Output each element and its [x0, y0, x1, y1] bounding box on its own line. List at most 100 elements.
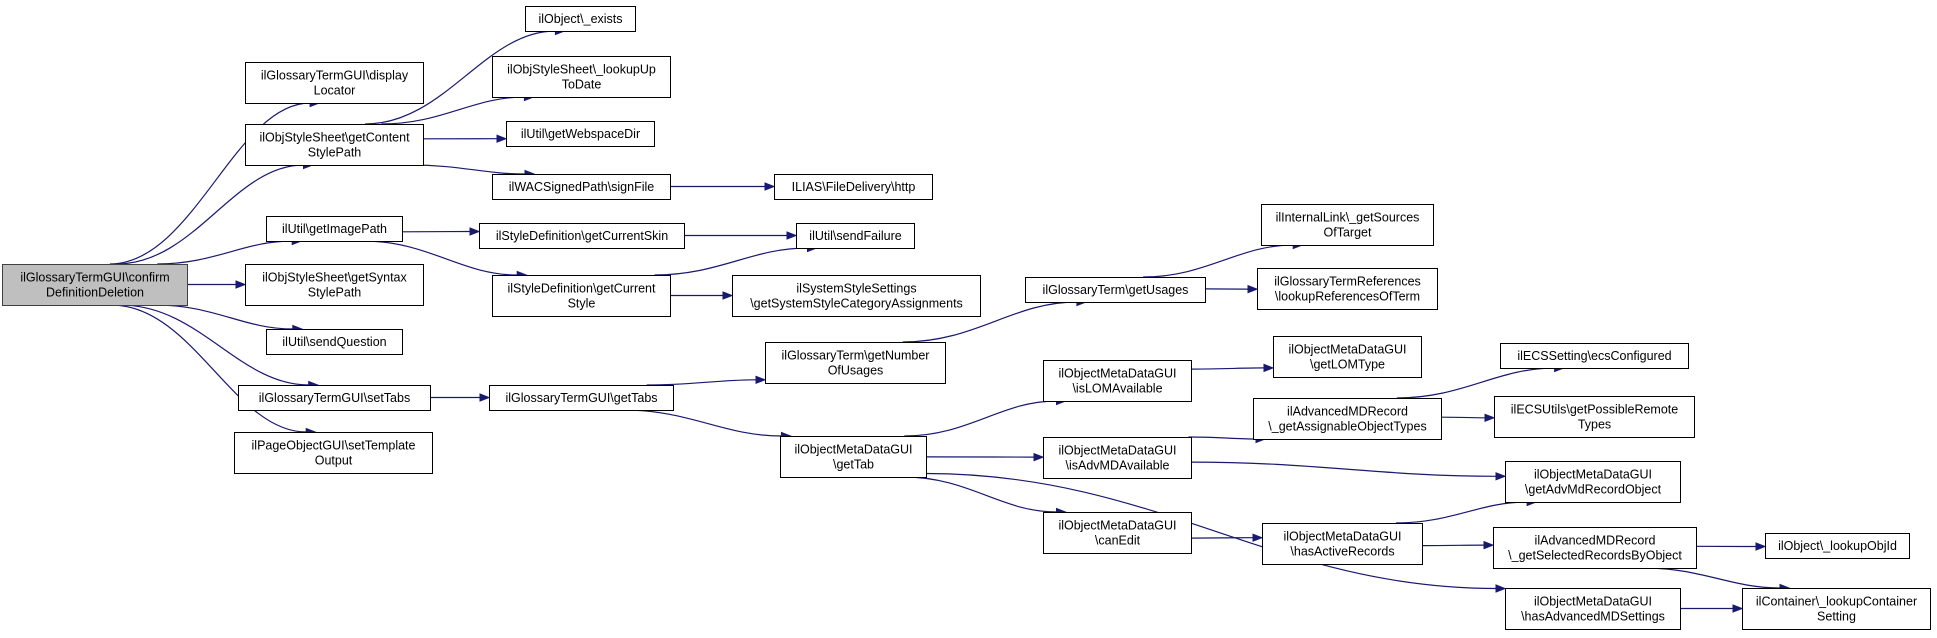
node-get-tab[interactable]: ilObjectMetaDataGUI\getTab: [780, 436, 927, 478]
edge-is-lomavailable-to-get-lomtype: [1190, 367, 1265, 370]
node-box: [732, 275, 981, 317]
node-get-usages[interactable]: ilGlossaryTerm\getUsages: [1025, 277, 1206, 303]
node-label-line: \_getAssignableObjectTypes: [1268, 420, 1426, 434]
node-box: [245, 264, 424, 306]
node-box: [1500, 343, 1689, 369]
node-label-line: ilStyleDefinition\getCurrent: [508, 282, 657, 296]
node-label-line: ILIAS\FileDelivery\http: [792, 180, 916, 194]
node-http[interactable]: ILIAS\FileDelivery\http: [774, 174, 933, 200]
edge-get-tab-to-has-advanced-mdsettings: [925, 472, 1497, 590]
node-send-question[interactable]: ilUtil\sendQuestion: [266, 329, 403, 355]
edge-get-image-path-to-get-current-style: [363, 240, 518, 276]
node-get-assignable-object-types[interactable]: ilAdvancedMDRecord\_getAssignableObjectT…: [1253, 398, 1442, 440]
node-can-edit[interactable]: ilObjectMetaDataGUI\canEdit: [1043, 512, 1192, 554]
arrowhead-has-active-records: [1252, 533, 1264, 542]
node-sign-file[interactable]: ilWACSignedPath\signFile: [492, 174, 671, 200]
edge-root-to-set-tabs: [120, 304, 309, 386]
edge-layer: [109, 26, 1791, 613]
node-label-line: \getLOMType: [1310, 358, 1385, 372]
node-send-failure[interactable]: ilUtil\sendFailure: [796, 223, 915, 249]
node-label-line: ilObjStyleSheet\getSyntax: [262, 271, 407, 285]
node-label-line: ilUtil\sendFailure: [809, 229, 901, 243]
node-label-line: ilObjectMetaDataGUI: [1058, 367, 1176, 381]
node-box: [1261, 204, 1434, 246]
node-label-line: OfUsages: [828, 364, 884, 378]
node-label-line: Types: [1578, 418, 1611, 432]
node-get-current-skin[interactable]: ilStyleDefinition\getCurrentSkin: [479, 223, 685, 249]
node-label-line: ilGlossaryTermReferences: [1274, 275, 1421, 289]
edge-get-content-style-path-to-sign-file: [411, 164, 526, 175]
edge-get-assignable-object-types-to-get-possible-remote-types: [1440, 416, 1486, 419]
node-label-line: ilObjStyleSheet\_lookupUp: [507, 63, 656, 77]
edge-get-usages-to-get-sources-of-target: [1143, 244, 1294, 278]
node-box: [492, 56, 671, 98]
node-label-line: \getSystemStyleCategoryAssignments: [750, 297, 963, 311]
node-label-line: \canEdit: [1095, 534, 1141, 548]
arrowhead-lookup-obj-id: [1755, 542, 1767, 551]
node-label-line: ilGlossaryTermGUI\display: [261, 69, 409, 83]
arrowhead-get-system-style-category-assignments: [722, 291, 734, 300]
node-label-line: ilObjectMetaDataGUI: [1058, 519, 1176, 533]
node-box: [245, 62, 424, 104]
node-lookup-references-of-term[interactable]: ilGlossaryTermReferences\lookupReference…: [1257, 268, 1438, 310]
node-has-advanced-mdsettings[interactable]: ilObjectMetaDataGUI\hasAdvancedMDSetting…: [1505, 588, 1681, 630]
node-label-line: ilObjectMetaDataGUI: [1534, 468, 1652, 482]
node-label-line: ilContainer\_lookupContainer: [1756, 595, 1917, 609]
node-box: [1262, 523, 1423, 565]
node-box: [266, 216, 403, 242]
arrowhead-is-adv-mdavailable: [1033, 452, 1045, 462]
node-root[interactable]: ilGlossaryTermGUI\confirmDefinitionDelet…: [2, 264, 188, 306]
node-box: [1494, 396, 1695, 438]
arrowhead-has-advanced-mdsettings: [1495, 584, 1507, 593]
arrowhead-get-tabs: [479, 393, 491, 402]
node-box: [489, 385, 674, 411]
node-ecs-configured[interactable]: ilECSSetting\ecsConfigured: [1500, 343, 1689, 369]
node-label-line: ilGlossaryTerm\getUsages: [1043, 283, 1189, 297]
node-label-line: ilInternalLink\_getSources: [1276, 211, 1420, 225]
node-label-line: ilSystemStyleSettings: [796, 282, 916, 296]
node-get-image-path[interactable]: ilUtil\getImagePath: [266, 216, 403, 242]
node-set-tabs[interactable]: ilGlossaryTermGUI\setTabs: [238, 385, 431, 411]
node-is-adv-mdavailable[interactable]: ilObjectMetaDataGUI\isAdvMDAvailable: [1043, 437, 1192, 479]
node-label-line: ilObjectMetaDataGUI: [794, 443, 912, 457]
node-get-system-style-category-assignments[interactable]: ilSystemStyleSettings\getSystemStyleCate…: [732, 275, 981, 317]
node-label-line: ilObjectMetaDataGUI: [1058, 444, 1176, 458]
edge-get-tabs-to-get-tab: [623, 409, 782, 437]
node-label-line: \hasAdvancedMDSettings: [1521, 610, 1665, 624]
node-label-line: Output: [315, 454, 353, 468]
node-box: [2, 264, 188, 306]
node-box: [780, 436, 927, 478]
edge-get-tabs-to-get-number-of-usages: [646, 379, 757, 386]
arrowhead-get-syntax-style-path: [235, 280, 247, 289]
node-label-line: ToDate: [562, 78, 602, 92]
node-layer: ilGlossaryTermGUI\confirmDefinitionDelet…: [2, 6, 1931, 630]
node-box: [1765, 533, 1910, 559]
node-has-active-records[interactable]: ilObjectMetaDataGUI\hasActiveRecords: [1262, 523, 1423, 565]
node-label-line: ilObjectMetaDataGUI: [1288, 343, 1406, 357]
node-is-lomavailable[interactable]: ilObjectMetaDataGUI\isLOMAvailable: [1043, 360, 1192, 402]
node-lookup-obj-id[interactable]: ilObject\_lookupObjId: [1765, 533, 1910, 559]
arrowhead-get-webspace-dir: [496, 134, 508, 143]
node-get-selected-records-by-object[interactable]: ilAdvancedMDRecord\_getSelectedRecordsBy…: [1493, 527, 1697, 569]
node-get-adv-md-record-object[interactable]: ilObjectMetaDataGUI\getAdvMdRecordObject: [1505, 461, 1681, 503]
node-get-webspace-dir[interactable]: ilUtil\getWebspaceDir: [506, 121, 655, 147]
edge-root-to-set-template-output: [111, 304, 307, 433]
node-exists[interactable]: ilObject\_exists: [525, 6, 636, 32]
edge-get-selected-records-by-object-to-lookup-container-setting: [1644, 567, 1781, 589]
node-label-line: ilGlossaryTermGUI\getTabs: [505, 391, 657, 405]
node-box: [1025, 277, 1206, 303]
node-box: [245, 124, 424, 166]
node-get-tabs[interactable]: ilGlossaryTermGUI\getTabs: [489, 385, 674, 411]
node-get-lomtype[interactable]: ilObjectMetaDataGUI\getLOMType: [1273, 336, 1422, 378]
